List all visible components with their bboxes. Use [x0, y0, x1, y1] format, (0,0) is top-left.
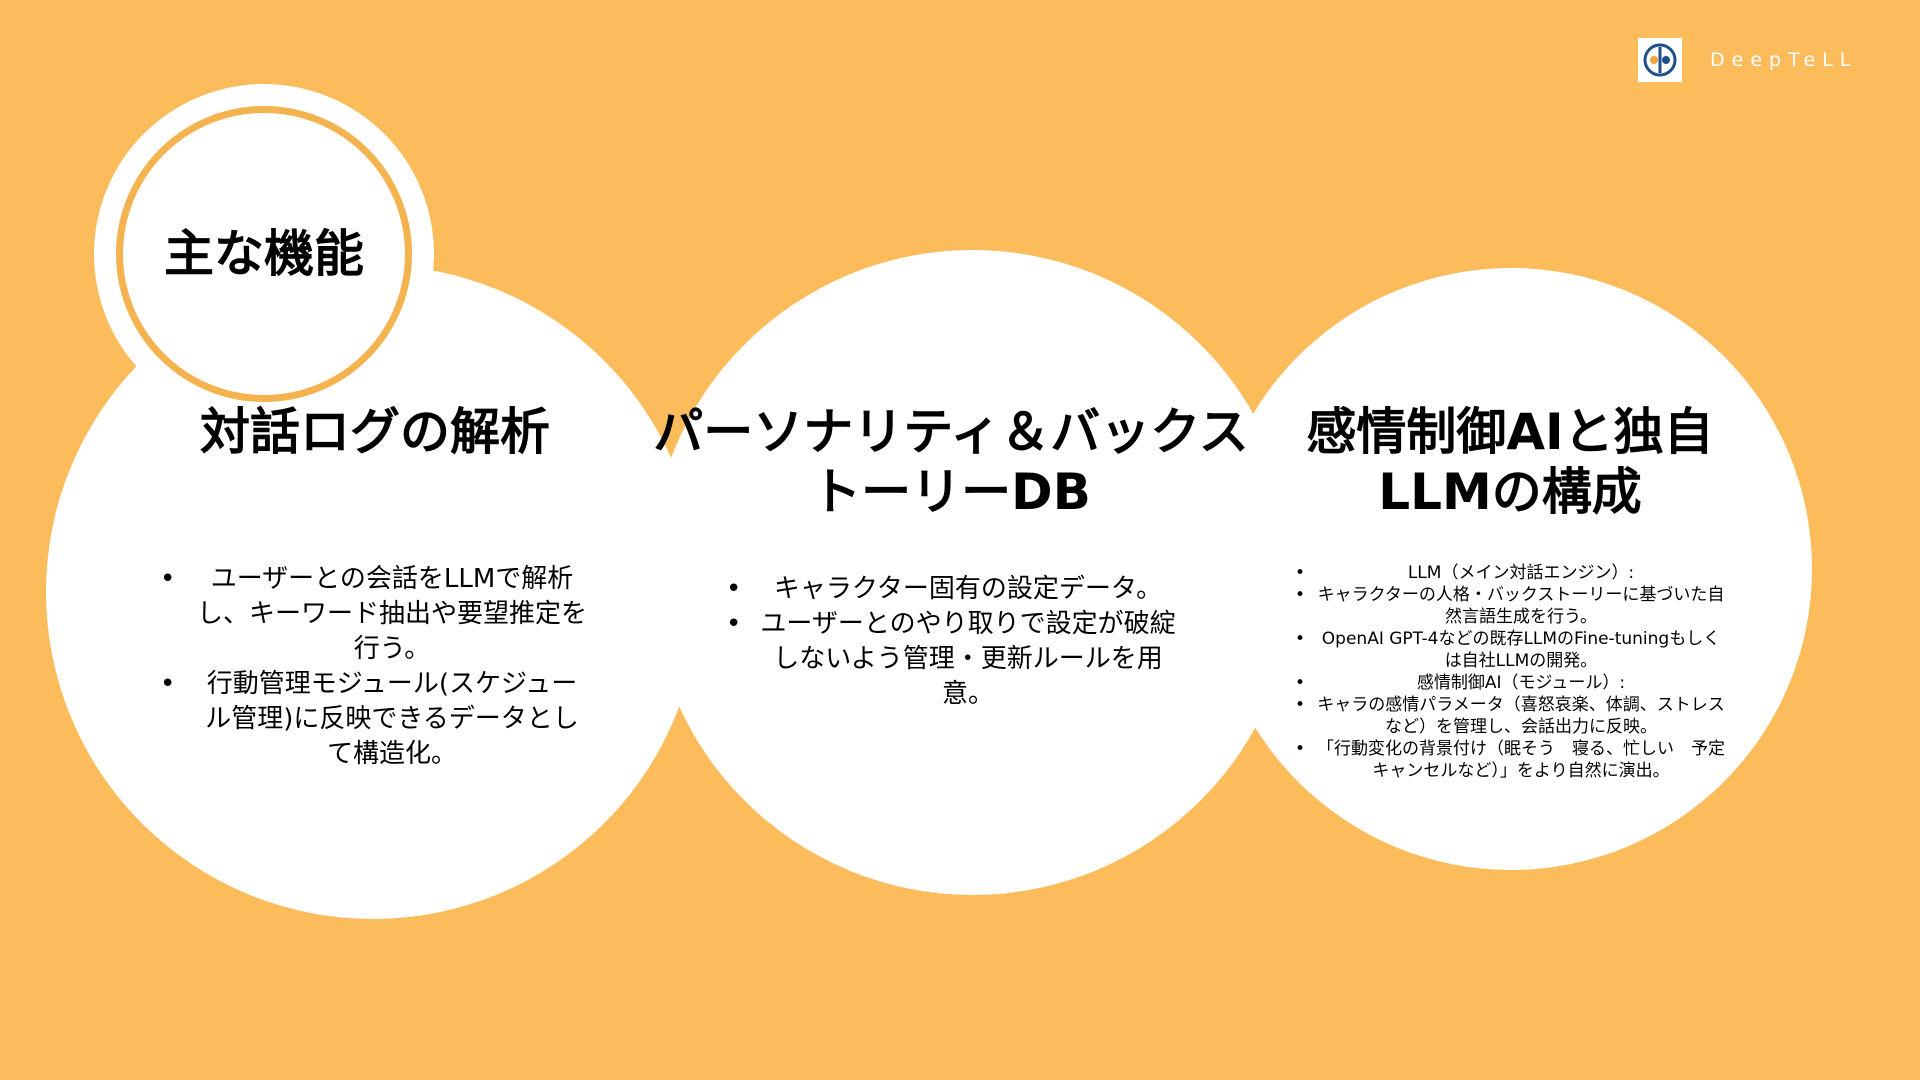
- bullet-item: 行動管理モジュール(スケジュール管理)に反映できるデータとして構造化。: [160, 667, 590, 772]
- bullet-item: LLM（メイン対話エンジン）:: [1295, 562, 1725, 584]
- bullet-item: キャラクター固有の設定データ。: [726, 572, 1176, 607]
- brand-header: DeepTeLL: [1638, 38, 1857, 82]
- bullet-list: キャラクター固有の設定データ。 ユーザーとのやり取りで設定が破綻しないよう管理・…: [726, 572, 1176, 712]
- bullet-item: OpenAI GPT-4などの既存LLMのFine-tuningもしくは自社LL…: [1295, 628, 1725, 672]
- section-heading: 対話ログの解析: [200, 403, 550, 461]
- bullet-list: ユーザーとの会話をLLMで解析し、キーワード抽出や要望推定を行う。 行動管理モジ…: [160, 562, 590, 772]
- bullet-item: ユーザーとの会話をLLMで解析し、キーワード抽出や要望推定を行う。: [160, 562, 590, 667]
- section-personality-db: パーソナリティ＆バックストーリーDB キャラクター固有の設定データ。 ユーザーと…: [636, 402, 1266, 712]
- brand-name: DeepTeLL: [1710, 49, 1858, 71]
- section-heading: 感情制御AIと独自LLMの構成: [1306, 403, 1714, 521]
- deeptell-logo-icon: [1638, 38, 1682, 82]
- bullet-item: 感情制御AI（モジュール）:: [1295, 672, 1725, 694]
- bullet-item: キャラの感情パラメータ（喜怒哀楽、体調、ストレスなど）を管理し、会話出力に反映。: [1295, 694, 1725, 738]
- section-heading: パーソナリティ＆バックストーリーDB: [653, 403, 1249, 521]
- bullet-item: キャラクターの人格・バックストーリーに基づいた自然言語生成を行う。: [1295, 584, 1725, 628]
- bullet-item: 「行動変化の背景付け（眠そう 寝る、忙しい 予定キャンセルなど）」をより自然に演…: [1295, 738, 1725, 782]
- bullet-item: ユーザーとのやり取りで設定が破綻しないよう管理・更新ルールを用意。: [726, 607, 1176, 712]
- title-badge: 主な機能: [116, 106, 412, 402]
- section-emotion-ai: 感情制御AIと独自LLMの構成 LLM（メイン対話エンジン）: キャラクターの人…: [1260, 402, 1760, 782]
- slide-title: 主な機能: [164, 225, 364, 283]
- bullet-list: LLM（メイン対話エンジン）: キャラクターの人格・バックストーリーに基づいた自…: [1295, 562, 1725, 782]
- section-dialogue-log: 対話ログの解析 ユーザーとの会話をLLMで解析し、キーワード抽出や要望推定を行う…: [160, 402, 590, 772]
